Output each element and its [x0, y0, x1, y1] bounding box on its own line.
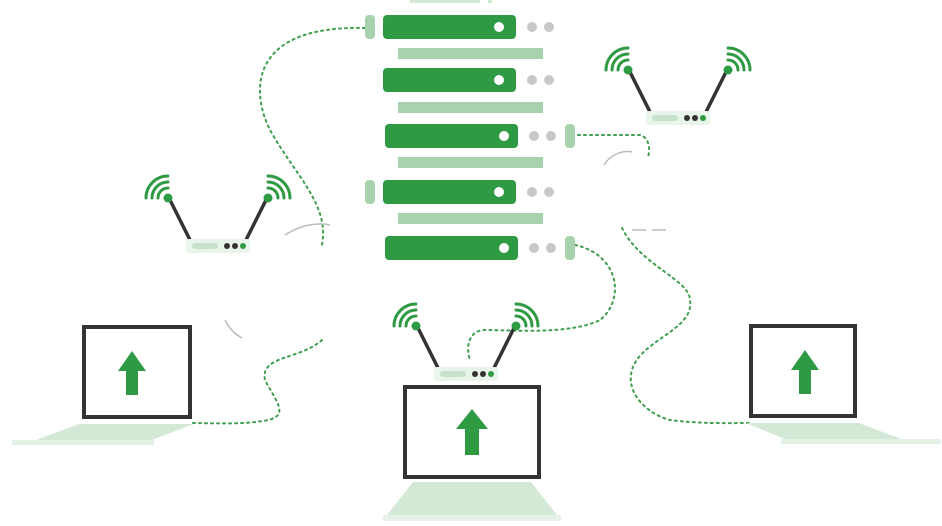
unit-right-tab — [565, 124, 575, 148]
laptop-base-edge — [781, 439, 941, 444]
unit-light — [499, 243, 509, 253]
unit-light — [494, 187, 504, 197]
unit-body — [383, 180, 516, 204]
unit-right-tab — [565, 236, 575, 260]
status-dot — [529, 131, 539, 141]
status-dot — [527, 75, 537, 85]
laptop-left — [12, 325, 194, 445]
link-right-laptop — [621, 227, 751, 425]
unit-body — [383, 15, 516, 39]
unit-light — [494, 22, 504, 32]
status-dot — [529, 243, 539, 253]
status-dot — [527, 22, 537, 32]
wifi-router-center — [392, 302, 540, 383]
server-unit-1 — [365, 15, 554, 39]
status-dot — [544, 75, 554, 85]
unit-light — [499, 131, 509, 141]
link-server-to-left-router — [259, 26, 366, 246]
status-dot — [546, 243, 556, 253]
server-unit-2 — [383, 68, 554, 92]
link-left-laptop — [189, 339, 323, 425]
wifi-router-right — [604, 46, 752, 127]
rack-separator-1 — [398, 48, 543, 59]
upload-arrow-icon — [118, 351, 146, 395]
laptop-keyboard — [36, 424, 194, 440]
connections — [189, 26, 751, 425]
unit-body — [385, 236, 518, 260]
rack-separator-4 — [398, 213, 543, 224]
laptop-right — [746, 324, 941, 444]
unit-body — [385, 124, 518, 148]
status-dot — [544, 187, 554, 197]
faint-arc-right — [603, 150, 633, 166]
link-server-to-center-router — [467, 244, 616, 361]
server-unit-3 — [385, 124, 575, 148]
laptop-keyboard — [387, 482, 557, 515]
laptop-base-edge — [383, 515, 561, 521]
unit-body — [383, 68, 516, 92]
server-rack — [365, 0, 575, 260]
unit-left-tab — [365, 15, 375, 39]
rack-separator-3 — [398, 157, 543, 168]
server-unit-5 — [385, 236, 575, 260]
faint-arc-left-bottom — [224, 319, 243, 339]
wifi-router-left — [144, 174, 292, 255]
unit-light — [494, 75, 504, 85]
status-dot — [546, 131, 556, 141]
status-dot — [527, 187, 537, 197]
faint-arc-left-top — [284, 223, 331, 236]
laptop-keyboard — [746, 423, 901, 439]
rack-separator-2 — [398, 102, 543, 113]
upload-arrow-icon — [456, 409, 488, 455]
server-unit-4 — [365, 180, 554, 204]
status-dot — [544, 22, 554, 32]
unit-left-tab — [365, 180, 375, 204]
faint-lines — [224, 150, 668, 339]
upload-arrow-icon — [791, 350, 819, 394]
link-server-to-right-router — [571, 134, 650, 158]
rack-top-cap — [410, 0, 480, 3]
laptop-base-edge — [12, 440, 154, 445]
rack-top-cap-mark — [488, 0, 492, 3]
laptop-center — [383, 385, 561, 521]
